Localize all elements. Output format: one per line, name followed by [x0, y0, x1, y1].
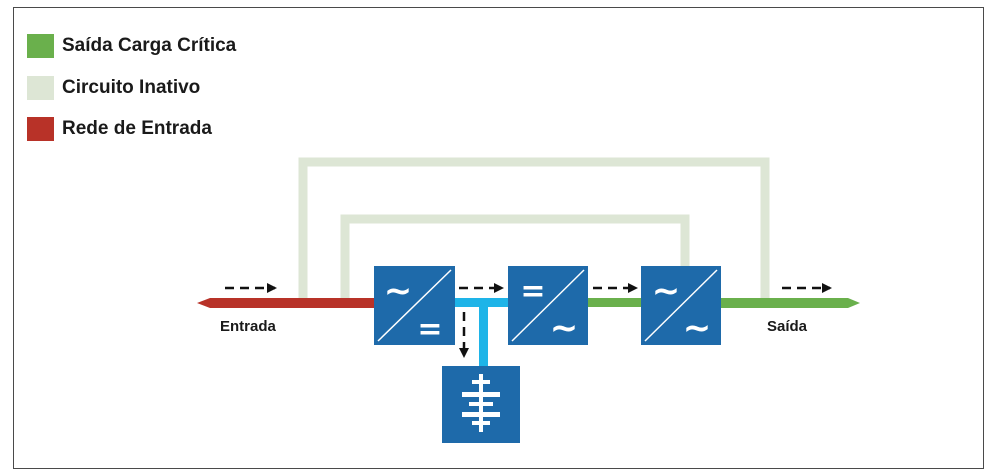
legend-swatch-critical-load — [27, 34, 54, 58]
legend-item-critical-load: Saída Carga Crítica — [27, 34, 236, 58]
input-line — [197, 298, 378, 308]
legend-swatch-inactive-circuit — [27, 76, 54, 100]
bypass-ac-switch-icon: ~ ~ — [641, 266, 721, 348]
legend-label-input-grid: Rede de Entrada — [62, 118, 212, 139]
battery-icon — [442, 366, 520, 443]
bypass-ac-in-symbol: ~ — [652, 271, 681, 311]
input-label: Entrada — [220, 318, 277, 335]
legend-label-inactive-circuit: Circuito Inativo — [62, 77, 201, 98]
output-line — [718, 298, 860, 308]
inverter-output-line — [588, 298, 646, 307]
output-label: Saída — [767, 318, 808, 335]
legend-item-input-grid: Rede de Entrada — [27, 117, 212, 141]
legend-swatch-input-grid — [27, 117, 54, 141]
rectifier-ac-symbol: ~ — [384, 271, 413, 311]
rectifier-dc-symbol: = — [417, 312, 442, 347]
inverter-ac-symbol: ~ — [550, 308, 579, 348]
bypass-loop-inner — [340, 214, 690, 302]
legend-item-inactive-circuit: Circuito Inativo — [27, 76, 200, 100]
rectifier-ac-to-dc-converter-icon: ~ = — [374, 266, 455, 347]
legend-label-critical-load: Saída Carga Crítica — [62, 35, 237, 56]
inverter-dc-to-ac-converter-icon: = ~ — [508, 266, 588, 348]
bypass-loop-outer — [298, 157, 770, 302]
bypass-ac-out-symbol: ~ — [683, 308, 712, 348]
battery-branch-line — [479, 302, 488, 366]
inverter-dc-symbol: = — [520, 274, 545, 309]
